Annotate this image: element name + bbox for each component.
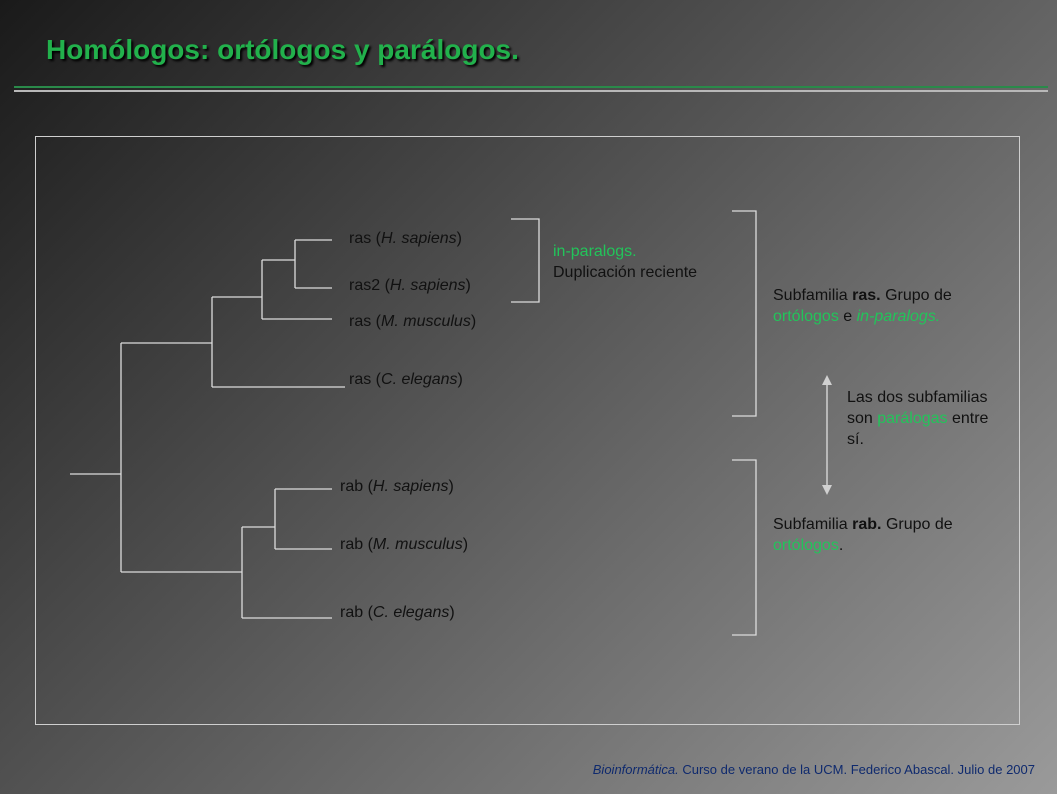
- diagram-frame: [35, 136, 1020, 725]
- ras-family-orthologs: ortólogos: [773, 308, 839, 325]
- leaf-ras-c-elegans: ras (C. elegans): [349, 371, 463, 388]
- rab-family-note: Subfamilia rab. Grupo de ortólogos.: [773, 514, 963, 556]
- rab-family-suffix: .: [838, 537, 844, 554]
- leaf-species: C. elegans: [372, 604, 450, 621]
- leaf-gene: ras: [349, 230, 372, 247]
- title-divider-gray: [14, 90, 1048, 92]
- leaf-gene: rab: [340, 536, 364, 553]
- ras-family-mid1: Grupo de: [880, 287, 952, 304]
- paralog-note: Las dos subfamilias son parálogas entre …: [847, 387, 997, 450]
- footer-rest: Curso de verano de la UCM. Federico Abas…: [678, 762, 1035, 777]
- paralog-note-prefix: Las dos subfamilias son: [847, 389, 988, 427]
- leaf-ras2-h-sapiens: ras2 (H. sapiens): [349, 277, 471, 294]
- rab-family-orthologs: ortólogos: [773, 537, 839, 554]
- leaf-gene: ras2: [349, 277, 381, 294]
- title-divider-green: [14, 86, 1048, 88]
- inparalogs-bracket: [511, 218, 540, 303]
- ras-family-name: ras.: [852, 287, 881, 304]
- double-arrow-icon: [822, 375, 832, 495]
- leaf-species: M. musculus: [381, 313, 471, 330]
- inparalogs-description: Duplicación reciente: [553, 264, 698, 281]
- leaf-species: H. sapiens: [389, 277, 466, 294]
- rab-family-bracket: [732, 459, 757, 636]
- page-title: Homólogos: ortólogos y parálogos.: [46, 34, 519, 65]
- footer-credit: Bioinformática. Curso de verano de la UC…: [593, 762, 1035, 777]
- leaf-ras-m-musculus: ras (M. musculus): [349, 313, 477, 330]
- footer-italic: Bioinformática.: [592, 762, 679, 777]
- paralog-note-term: parálogas: [877, 410, 948, 427]
- ras-family-inparalogs: in-paralogs.: [856, 308, 941, 325]
- leaf-ras-h-sapiens: ras (H. sapiens): [349, 230, 462, 247]
- ras-family-mid2: e: [838, 308, 857, 325]
- leaf-gene: ras: [349, 313, 372, 330]
- leaf-gene: ras: [349, 371, 372, 388]
- rab-family-mid1: Grupo de: [881, 516, 953, 533]
- rab-family-prefix: Subfamilia: [773, 516, 853, 533]
- leaf-rab-c-elegans: rab (C. elegans): [340, 604, 455, 621]
- rab-family-name: rab.: [852, 516, 882, 533]
- ras-family-note: Subfamilia ras. Grupo de ortólogos e in-…: [773, 285, 963, 327]
- leaf-rab-m-musculus: rab (M. musculus): [340, 536, 469, 553]
- inparalogs-term: in-paralogs.: [553, 243, 637, 260]
- paralog-note-suffix: entre sí.: [847, 410, 989, 448]
- leaf-rab-h-sapiens: rab (H. sapiens): [340, 478, 454, 495]
- inparalogs-note: in-paralogs. Duplicación reciente: [553, 241, 733, 283]
- leaf-species: C. elegans: [381, 371, 458, 388]
- ras-family-prefix: Subfamilia: [773, 287, 853, 304]
- ras-family-bracket: [732, 210, 757, 417]
- leaf-gene: rab: [340, 478, 364, 495]
- leaf-gene: rab: [340, 604, 364, 621]
- leaf-species: H. sapiens: [381, 230, 457, 247]
- leaf-species: M. musculus: [372, 536, 463, 553]
- leaf-species: H. sapiens: [372, 478, 449, 495]
